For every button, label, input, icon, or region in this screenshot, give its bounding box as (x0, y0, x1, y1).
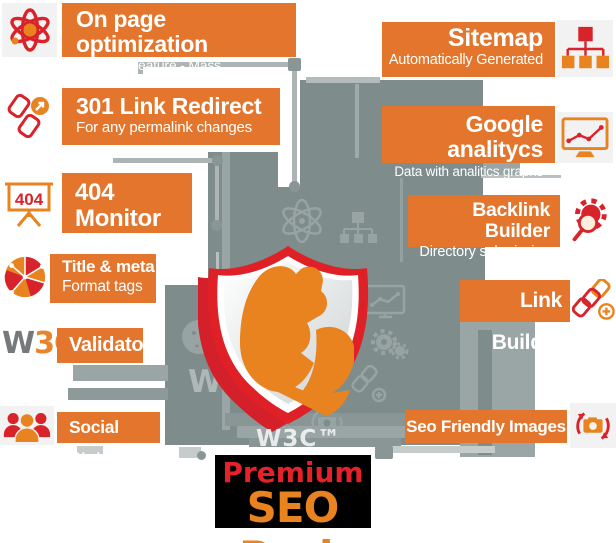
atom-glyph (282, 198, 322, 244)
pedestal-square (375, 446, 393, 459)
gear-magnifier-icon (560, 193, 616, 248)
feature-title: Backlink Builder (472, 199, 550, 243)
feature-404-monitor: 404 Monitor Error Pages Monitor (62, 173, 192, 266)
feature-subtitle: Directory submission (419, 244, 550, 261)
bg-strip-vert (355, 84, 359, 158)
feature-subtitle: Premium feature - Mass Optimization! (76, 56, 221, 89)
pedestal-foot-b (179, 447, 201, 458)
feature-on-page-optimization: On page optimization Premium feature - M… (62, 3, 296, 89)
chain-plus-icon (571, 278, 616, 322)
bg-bar-left-1 (73, 365, 168, 381)
feature-title: 404 Monitor (75, 179, 161, 232)
globe-network-icon (2, 252, 48, 302)
bg-bar-top (306, 77, 380, 83)
sitemap-glyph (340, 212, 377, 243)
feature-subtitle: Format tags (62, 278, 143, 296)
connector-a (138, 62, 290, 67)
pedestal-foot-right (380, 446, 495, 453)
pedestal-dot (197, 451, 206, 460)
w3c-watermark-white: W3C™ (256, 426, 342, 452)
chain-plus-glyph (351, 364, 387, 403)
shield (198, 246, 369, 432)
brand-backdrop (215, 455, 371, 528)
feature-validator: Validator (57, 328, 151, 363)
flex-arm (240, 266, 354, 416)
feature-social-stats: Social Stats (57, 412, 160, 468)
feature-subtitle: Data with analitics graphs (394, 163, 543, 179)
brand-product: SEO Pack (239, 483, 347, 543)
feature-title: Validator (69, 334, 151, 356)
bg-step-right (483, 163, 520, 177)
connector-d (481, 175, 561, 178)
gears-glyph (371, 329, 409, 360)
feature-title: Social Stats (69, 417, 119, 468)
connector-c-node-bottom (211, 220, 222, 231)
error-board-icon: 404 (0, 173, 58, 233)
brand-premium: Premium (222, 456, 364, 489)
bg-bar-left-2 (68, 388, 168, 400)
analytics-monitor-icon (557, 112, 613, 163)
feature-subtitle: For any permalink changes (76, 118, 252, 136)
camera-refresh-icon (570, 403, 616, 448)
feature-google-analytics: Google analitycs Data with analitics gra… (382, 106, 555, 179)
connector-c (113, 158, 217, 163)
connector-a-node (288, 58, 301, 71)
feature-title: Title & meta (62, 257, 155, 276)
feature-link-builder: Link Builder (460, 280, 570, 354)
feature-title: Link Builder (491, 289, 563, 354)
feature-title: Seo Friendly Images (406, 417, 566, 436)
link-redirect-icon (0, 88, 58, 145)
error-board-label: 404 (15, 190, 44, 209)
feature-seo-friendly-images: Seo Friendly Images (405, 410, 567, 443)
connector-d-vert (400, 178, 403, 262)
sitemap-icon (557, 20, 613, 77)
feature-sitemap: Sitemap Automatically Generated (382, 22, 555, 77)
connector-c-vert (215, 164, 219, 222)
connector-c-node-top (212, 155, 223, 166)
w3c-logo-w: W (2, 326, 35, 361)
social-people-icon (0, 406, 54, 445)
feature-title: 301 Link Redirect (76, 93, 262, 119)
atom-icon (2, 3, 57, 57)
feature-title: Google analitycs (447, 111, 543, 162)
connector-b-node (289, 181, 300, 192)
feature-title: On page optimization (76, 6, 208, 57)
feature-title: Sitemap (447, 24, 543, 52)
pedestal-row-3 (249, 438, 401, 447)
connector-a-tick (138, 62, 143, 74)
camera-refresh-glyph (311, 411, 343, 435)
pedestal-foot-a (77, 446, 103, 454)
connector-b (292, 70, 297, 182)
feature-301-link-redirect: 301 Link Redirect For any permalink chan… (62, 88, 280, 145)
feature-backlink-builder: Backlink Builder Directory submission (408, 195, 560, 260)
feature-subtitle: Automatically Generated (388, 52, 543, 68)
bg-col-right-upper (467, 247, 485, 280)
feature-title-meta: Title & meta Format tags (50, 254, 156, 303)
pedestal-row-2 (237, 426, 421, 438)
